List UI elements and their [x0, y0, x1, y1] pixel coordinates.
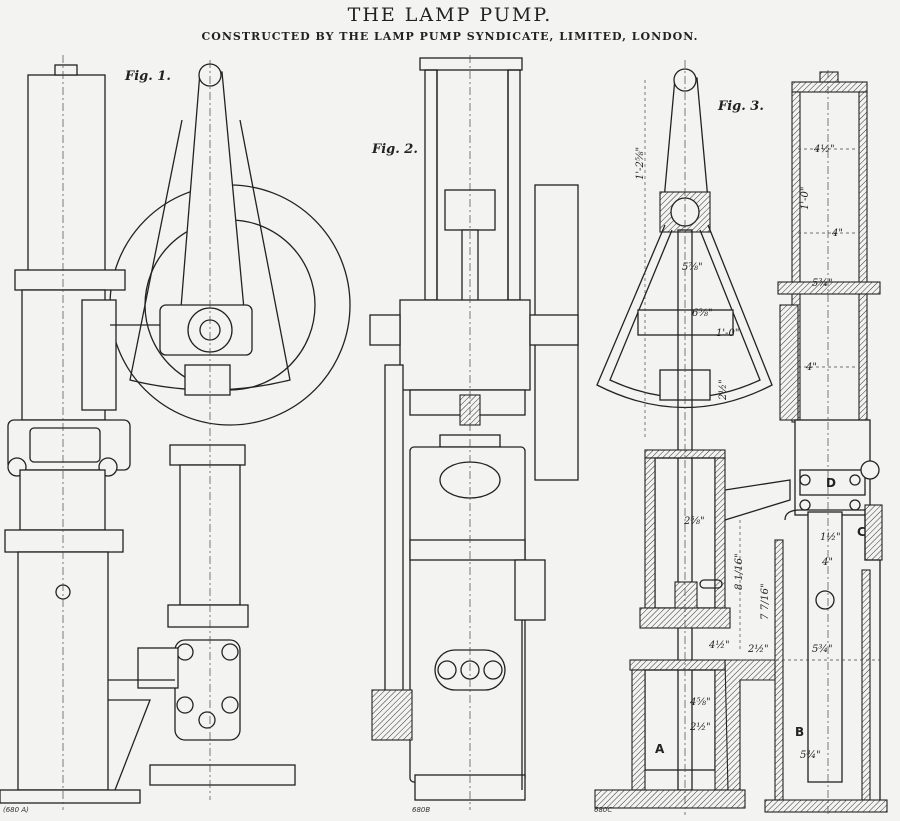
part-label-d: D [826, 476, 836, 490]
drawing-stroke [637, 309, 734, 336]
drawing-stroke [399, 299, 531, 391]
drawing-stroke [108, 679, 175, 791]
part-label-b: B [795, 725, 804, 739]
drawing-stroke [19, 469, 106, 531]
drawing-stroke [849, 474, 861, 486]
drawing-stroke [184, 364, 231, 396]
drawing-stroke [819, 71, 839, 83]
plate-title: THE LAMP PUMP. [347, 4, 553, 26]
base-plate [0, 789, 141, 804]
dim-label: 4½" [708, 640, 730, 651]
drawing-stroke [371, 689, 413, 741]
dim-label: 2½" [718, 379, 729, 401]
drawing-stroke [779, 304, 799, 421]
drawing-stroke [815, 590, 835, 610]
pump-cylinder [409, 446, 526, 783]
figure-3-section: Fig. 3. 680C A B C D 1'-2⅝" 4½" 1'-0" 4"… [594, 60, 888, 815]
figure-1-side-elevation: Fig. 1. (680 A) [0, 55, 351, 814]
dim-label: 5⅞" [682, 262, 703, 273]
dim-label: 1'-2⅝" [635, 147, 646, 180]
lever-section [663, 77, 709, 201]
drawing-stroke [81, 299, 117, 411]
dim-label: 1'-0" [716, 328, 739, 339]
dim-label: 1½" [820, 532, 841, 543]
drawing-stroke [724, 479, 791, 521]
fig-3-label: Fig. 3. [717, 99, 764, 114]
drawing-stroke [631, 669, 646, 791]
drawing-stroke [483, 660, 503, 680]
side-rod [384, 364, 404, 726]
drawing-stroke [167, 604, 249, 628]
dim-label: 8 1/16" [734, 553, 745, 590]
drawing-stroke [791, 81, 868, 93]
fig-2-label: Fig. 2. [371, 142, 418, 157]
dim-label: 4" [821, 557, 833, 568]
flange [14, 269, 126, 291]
drawing-stroke [169, 444, 246, 466]
fig-2-plate-ref: 680B [412, 806, 430, 814]
drawing-stroke [137, 647, 179, 689]
dim-label: 1'-0" [800, 187, 811, 210]
drawing-stroke [176, 696, 194, 714]
dim-label: 2⅝" [683, 516, 705, 527]
drawing-stroke [176, 643, 194, 661]
part-label-c: C [857, 525, 866, 539]
dim-label: 6⅝" [692, 308, 713, 319]
drawing-stroke [198, 711, 216, 729]
drawing-stroke [4, 529, 124, 553]
drawing-stroke [419, 57, 523, 71]
drawing-stroke [858, 91, 868, 423]
part-label-a: A [655, 742, 665, 756]
drawing-stroke [529, 314, 579, 346]
drawing-stroke [149, 764, 296, 786]
dim-label: 4" [831, 228, 843, 239]
drawing-stroke [221, 696, 239, 714]
drawing-stroke [54, 64, 78, 76]
fig-3-plate-ref: 680C [594, 806, 612, 814]
lever-arm [179, 71, 246, 321]
dim-label: 4½" [813, 144, 835, 155]
drawing-stroke [799, 474, 811, 486]
drawing-stroke [860, 460, 880, 480]
crank-hub [187, 307, 233, 353]
fig-1-label: Fig. 1. [124, 69, 171, 84]
dim-label: 7 7/16" [760, 583, 771, 620]
drawing-stroke [221, 643, 239, 661]
drawing-stroke [594, 789, 746, 809]
dim-label: 5¾" [812, 278, 833, 289]
drawing-stroke [424, 69, 438, 301]
drawing-stroke [714, 457, 726, 609]
drawing-stroke [864, 504, 883, 561]
figure-2-front-elevation: Fig. 2. 680B [369, 55, 579, 814]
air-vessel [27, 74, 106, 276]
dim-label: 4" [805, 362, 817, 373]
drawing-stroke [699, 579, 723, 589]
drawing-stroke [514, 559, 546, 621]
drawing-stroke [724, 659, 781, 791]
dim-label: 4⅝" [689, 697, 711, 708]
drawing-stroke [644, 457, 656, 609]
drawing-stroke [436, 70, 509, 300]
drawing-stroke [369, 314, 401, 346]
dim-label: 5¾" [800, 750, 821, 761]
drawing-stroke [409, 539, 526, 561]
drawing-stroke [174, 639, 241, 741]
drawing-stroke [507, 69, 521, 301]
drawing-stroke [764, 799, 888, 813]
dim-label: 5¾" [812, 644, 833, 655]
drawing-stroke [784, 509, 881, 800]
drawing-stroke [774, 539, 784, 801]
dim-label: 2½" [747, 644, 769, 655]
plate-subtitle: CONSTRUCTED BY THE LAMP PUMP SYNDICATE, … [201, 30, 699, 43]
drawing-stroke [29, 427, 101, 463]
drawing-stroke [437, 660, 457, 680]
inner-tube-b [807, 511, 843, 783]
drawing-stroke [777, 281, 881, 295]
drawing-stroke [629, 659, 726, 671]
dim-label: 2½" [689, 722, 711, 733]
drawing-stroke [861, 569, 871, 801]
fig-1-plate-ref: (680 A) [3, 806, 29, 814]
